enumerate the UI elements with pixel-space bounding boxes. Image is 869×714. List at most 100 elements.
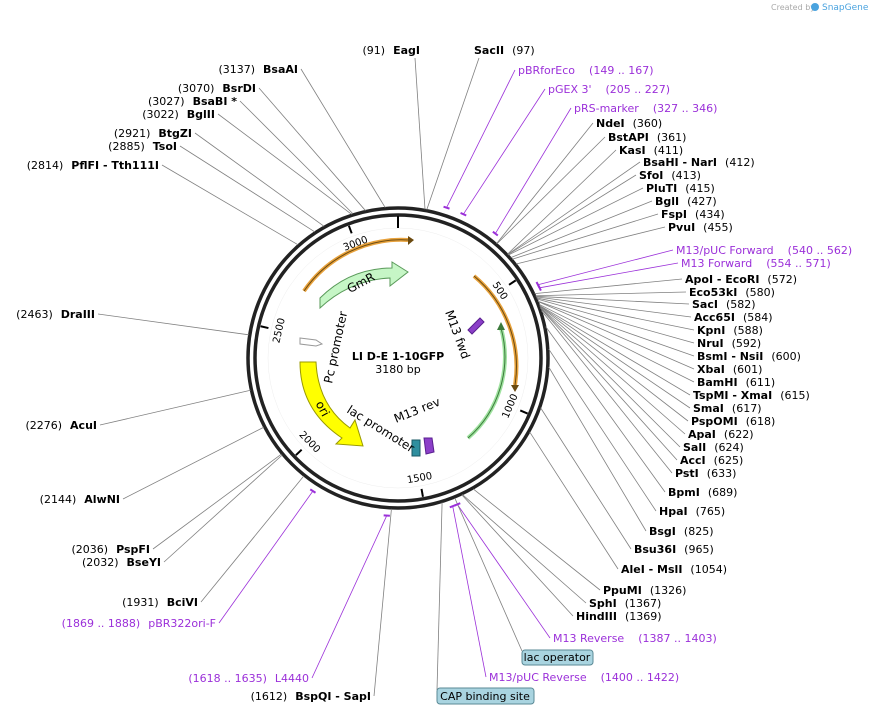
site-right-30[interactable]: PpuMI(1326) xyxy=(603,584,686,597)
site-right-5[interactable]: PluTI(415) xyxy=(646,182,715,195)
site-right-19[interactable]: SmaI(617) xyxy=(693,402,762,415)
site-right-9[interactable]: ApoI - EcoRI(572) xyxy=(685,273,797,286)
primer-name-5: M13 Reverse xyxy=(553,632,624,645)
site-right-1[interactable]: BstAPI(361) xyxy=(608,131,686,144)
leader-left-3 xyxy=(217,113,352,215)
site-left-5[interactable]: (2885)TsoI xyxy=(108,140,177,153)
site-right-11[interactable]: SacI(582) xyxy=(692,298,756,311)
site-right-25[interactable]: BpmI(689) xyxy=(668,486,737,499)
site-right-name-23: AccI xyxy=(680,454,706,467)
primer-6[interactable]: M13/pUC Reverse(1400 .. 1422) xyxy=(489,671,679,684)
lac-operator-mark xyxy=(411,439,421,457)
primer-1[interactable]: pGEX 3'(205 .. 227) xyxy=(548,83,670,96)
site-left-7[interactable]: (2463)DraIII xyxy=(16,308,95,321)
site-left-name-8: AcuI xyxy=(70,419,97,432)
site-left-1[interactable]: (3070)BsrDI xyxy=(178,82,256,95)
site-left-8[interactable]: (2276)AcuI xyxy=(25,419,97,432)
site-right-17[interactable]: BamHI(611) xyxy=(697,376,775,389)
site-right-name-6: BglI xyxy=(655,195,679,208)
site-right-8[interactable]: PvuI(455) xyxy=(668,221,733,234)
leader-right-29 xyxy=(529,431,619,570)
leader-left-8 xyxy=(99,389,251,426)
site-right-name-4: SfoI xyxy=(639,169,663,182)
site-left-9[interactable]: (2144)AlwNI xyxy=(40,493,120,506)
site-labels: NdeI(360)BstAPI(361)KasI(411)BsaHI - Nar… xyxy=(16,44,852,703)
site-top-pos-0: (91) xyxy=(363,44,386,57)
lac-operator-box-label: lac operator xyxy=(524,651,591,664)
site-left-2[interactable]: (3027)BsaBI * xyxy=(148,95,237,108)
site-right-name-3: BsaHI - NarI xyxy=(643,156,717,169)
site-top-0[interactable]: (91)EagI xyxy=(363,44,421,57)
site-right-7[interactable]: FspI(434) xyxy=(661,208,725,221)
primer-2[interactable]: pRS-marker(327 .. 346) xyxy=(574,102,717,115)
site-right-29[interactable]: AleI - MslI(1054) xyxy=(621,563,727,576)
site-left-3[interactable]: (3022)BglII xyxy=(142,108,215,121)
primer-range-7: (1869 .. 1888) xyxy=(62,617,141,630)
primer-range-2: (327 .. 346) xyxy=(653,102,718,115)
m13-fwd-label: M13 fwd xyxy=(442,308,473,361)
site-right-13[interactable]: KpnI(588) xyxy=(697,324,763,337)
boxed-cap-binding-site[interactable]: CAP binding site xyxy=(436,687,535,705)
site-right-14[interactable]: NruI(592) xyxy=(697,337,761,350)
site-right-pos-30: (1326) xyxy=(650,584,687,597)
site-left-10[interactable]: (2036)PspFI xyxy=(72,543,150,556)
site-right-pos-9: (572) xyxy=(767,273,797,286)
site-right-12[interactable]: Acc65I(584) xyxy=(694,311,773,324)
site-left-12[interactable]: (1931)BciVI xyxy=(122,596,198,609)
site-right-pos-0: (360) xyxy=(633,117,663,130)
site-right-0[interactable]: NdeI(360) xyxy=(596,117,662,130)
feature-gmr: GmR xyxy=(319,261,409,310)
boxed-lac-operator[interactable]: lac operator xyxy=(521,649,594,666)
leader-left-12 xyxy=(200,475,305,603)
site-right-22[interactable]: SalI(624) xyxy=(683,441,744,454)
site-left-6[interactable]: (2814)PflFI - Tth111I xyxy=(27,159,159,172)
site-right-name-12: Acc65I xyxy=(694,311,735,324)
primer-5[interactable]: M13 Reverse(1387 .. 1403) xyxy=(553,632,717,645)
tick-mark-1500 xyxy=(420,488,424,497)
site-right-2[interactable]: KasI(411) xyxy=(619,144,683,157)
backbone-outer-ring xyxy=(246,206,550,510)
site-right-name-17: BamHI xyxy=(697,376,738,389)
site-right-27[interactable]: BsgI(825) xyxy=(649,525,714,538)
site-right-28[interactable]: Bsu36I(965) xyxy=(634,543,714,556)
site-right-10[interactable]: Eco53kI(580) xyxy=(689,286,775,299)
leader-right-26 xyxy=(548,348,657,512)
site-right-32[interactable]: HindIII(1369) xyxy=(576,610,662,623)
arc-top-orange-edge xyxy=(303,239,409,292)
leader-right-20 xyxy=(539,305,689,422)
site-right-23[interactable]: AccI (625) xyxy=(680,454,743,467)
site-left-0[interactable]: (3137)BsaAI xyxy=(218,63,298,76)
site-left-11[interactable]: (2032)BseYI xyxy=(82,556,161,569)
plasmid-size: 3180 bp xyxy=(375,363,420,376)
site-right-20[interactable]: PspOMI(618) xyxy=(691,415,775,428)
site-right-21[interactable]: ApaI(622) xyxy=(688,428,754,441)
backbone-inner-ring xyxy=(253,213,543,503)
site-right-18[interactable]: TspMI - XmaI(615) xyxy=(693,389,810,402)
primer-8[interactable]: (1618 .. 1635)L4440 xyxy=(188,672,309,685)
plasmid-name: LI D-E 1-10GFP xyxy=(352,350,444,363)
site-left-4[interactable]: (2921)BtgZI xyxy=(114,127,192,140)
site-right-4[interactable]: SfoI(413) xyxy=(639,169,701,182)
pc-promoter-arrow xyxy=(299,337,324,347)
site-right-31[interactable]: SphI(1367) xyxy=(589,597,661,610)
site-top-1[interactable]: SacII(97) xyxy=(474,44,535,57)
site-right-3[interactable]: BsaHI - NarI(412) xyxy=(643,156,755,169)
site-right-26[interactable]: HpaI(765) xyxy=(659,505,725,518)
primer-7[interactable]: (1869 .. 1888)pBR322ori-F xyxy=(62,617,216,630)
site-right-16[interactable]: XbaI(601) xyxy=(697,363,762,376)
site-left-name-4: BtgZI xyxy=(158,127,192,140)
primer-0[interactable]: pBRforEco(149 .. 167) xyxy=(518,64,654,77)
site-right-6[interactable]: BglI(427) xyxy=(655,195,717,208)
site-right-pos-2: (411) xyxy=(654,144,684,157)
site-left-name-2: BsaBI * xyxy=(193,95,238,108)
site-right-pos-23: (625) xyxy=(714,454,744,467)
primer-name-1: pGEX 3' xyxy=(548,83,592,96)
site-top-name-1: SacII xyxy=(474,44,504,57)
primer-3[interactable]: M13/pUC Forward(540 .. 562) xyxy=(676,244,852,257)
site-left-13[interactable]: (1612)BspQI - SapI xyxy=(251,690,371,703)
site-right-name-24: PstI xyxy=(675,467,699,480)
site-right-15[interactable]: BsmI - NsiI(600) xyxy=(697,350,801,363)
primer-4[interactable]: M13 Forward(554 .. 571) xyxy=(681,257,831,270)
site-right-24[interactable]: PstI(633) xyxy=(675,467,736,480)
site-right-name-13: KpnI xyxy=(697,324,725,337)
